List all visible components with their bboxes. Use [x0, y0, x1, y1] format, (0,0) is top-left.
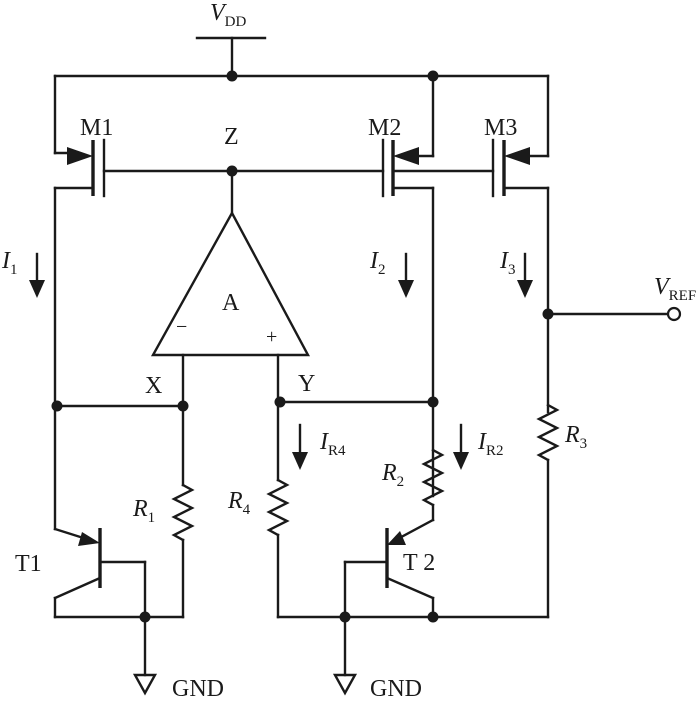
node-y-label: Y — [298, 371, 315, 397]
i1-label: I1 — [1, 248, 18, 278]
i2-label: I2 — [369, 248, 386, 278]
r1-label: R1 — [132, 496, 155, 526]
i3-label: I3 — [499, 248, 516, 278]
resistor-r2 — [421, 448, 445, 522]
gnd-label-1: GND — [172, 676, 224, 702]
current-arrow-i1 — [29, 252, 45, 298]
current-arrow-ir2 — [453, 423, 469, 470]
resistor-r3 — [536, 403, 560, 619]
resistor-r1 — [171, 404, 195, 619]
resistor-r4 — [266, 400, 290, 619]
ground-1 — [132, 615, 158, 696]
m1-label: M1 — [80, 115, 113, 141]
vdd-rail — [53, 36, 550, 82]
ground-2 — [332, 615, 358, 696]
node-x — [51, 400, 189, 412]
gate-line — [102, 165, 495, 215]
node-y — [274, 396, 439, 408]
transistor-t1 — [53, 404, 185, 623]
transistor-m2 — [381, 74, 435, 498]
current-arrow-i3 — [517, 252, 533, 298]
r4-label: R4 — [227, 488, 251, 518]
ir2-label: IR2 — [477, 429, 504, 459]
m3-label: M3 — [484, 115, 517, 141]
vref-output — [542, 306, 682, 322]
transistor-m1 — [53, 74, 106, 408]
current-arrow-i2 — [398, 252, 414, 298]
t2-label: T 2 — [403, 550, 435, 576]
r3-label: R3 — [564, 422, 587, 452]
transistor-t2 — [276, 518, 550, 623]
opamp-label: A — [222, 290, 240, 316]
ir4-label: IR4 — [319, 429, 346, 459]
vref-label: VREF — [654, 274, 696, 304]
r2-label: R2 — [381, 460, 404, 490]
opamp-plus-label: + — [266, 326, 277, 348]
current-arrow-ir4 — [292, 423, 308, 470]
m2-label: M2 — [368, 115, 401, 141]
opamp — [150, 210, 311, 408]
t1-label: T1 — [15, 551, 42, 577]
transistor-m3 — [491, 74, 550, 414]
node-x-label: X — [145, 373, 162, 399]
vdd-label: VDD — [210, 0, 247, 30]
opamp-minus-label: − — [176, 316, 187, 338]
gnd-label-2: GND — [370, 676, 422, 702]
node-z-label: Z — [224, 124, 239, 150]
